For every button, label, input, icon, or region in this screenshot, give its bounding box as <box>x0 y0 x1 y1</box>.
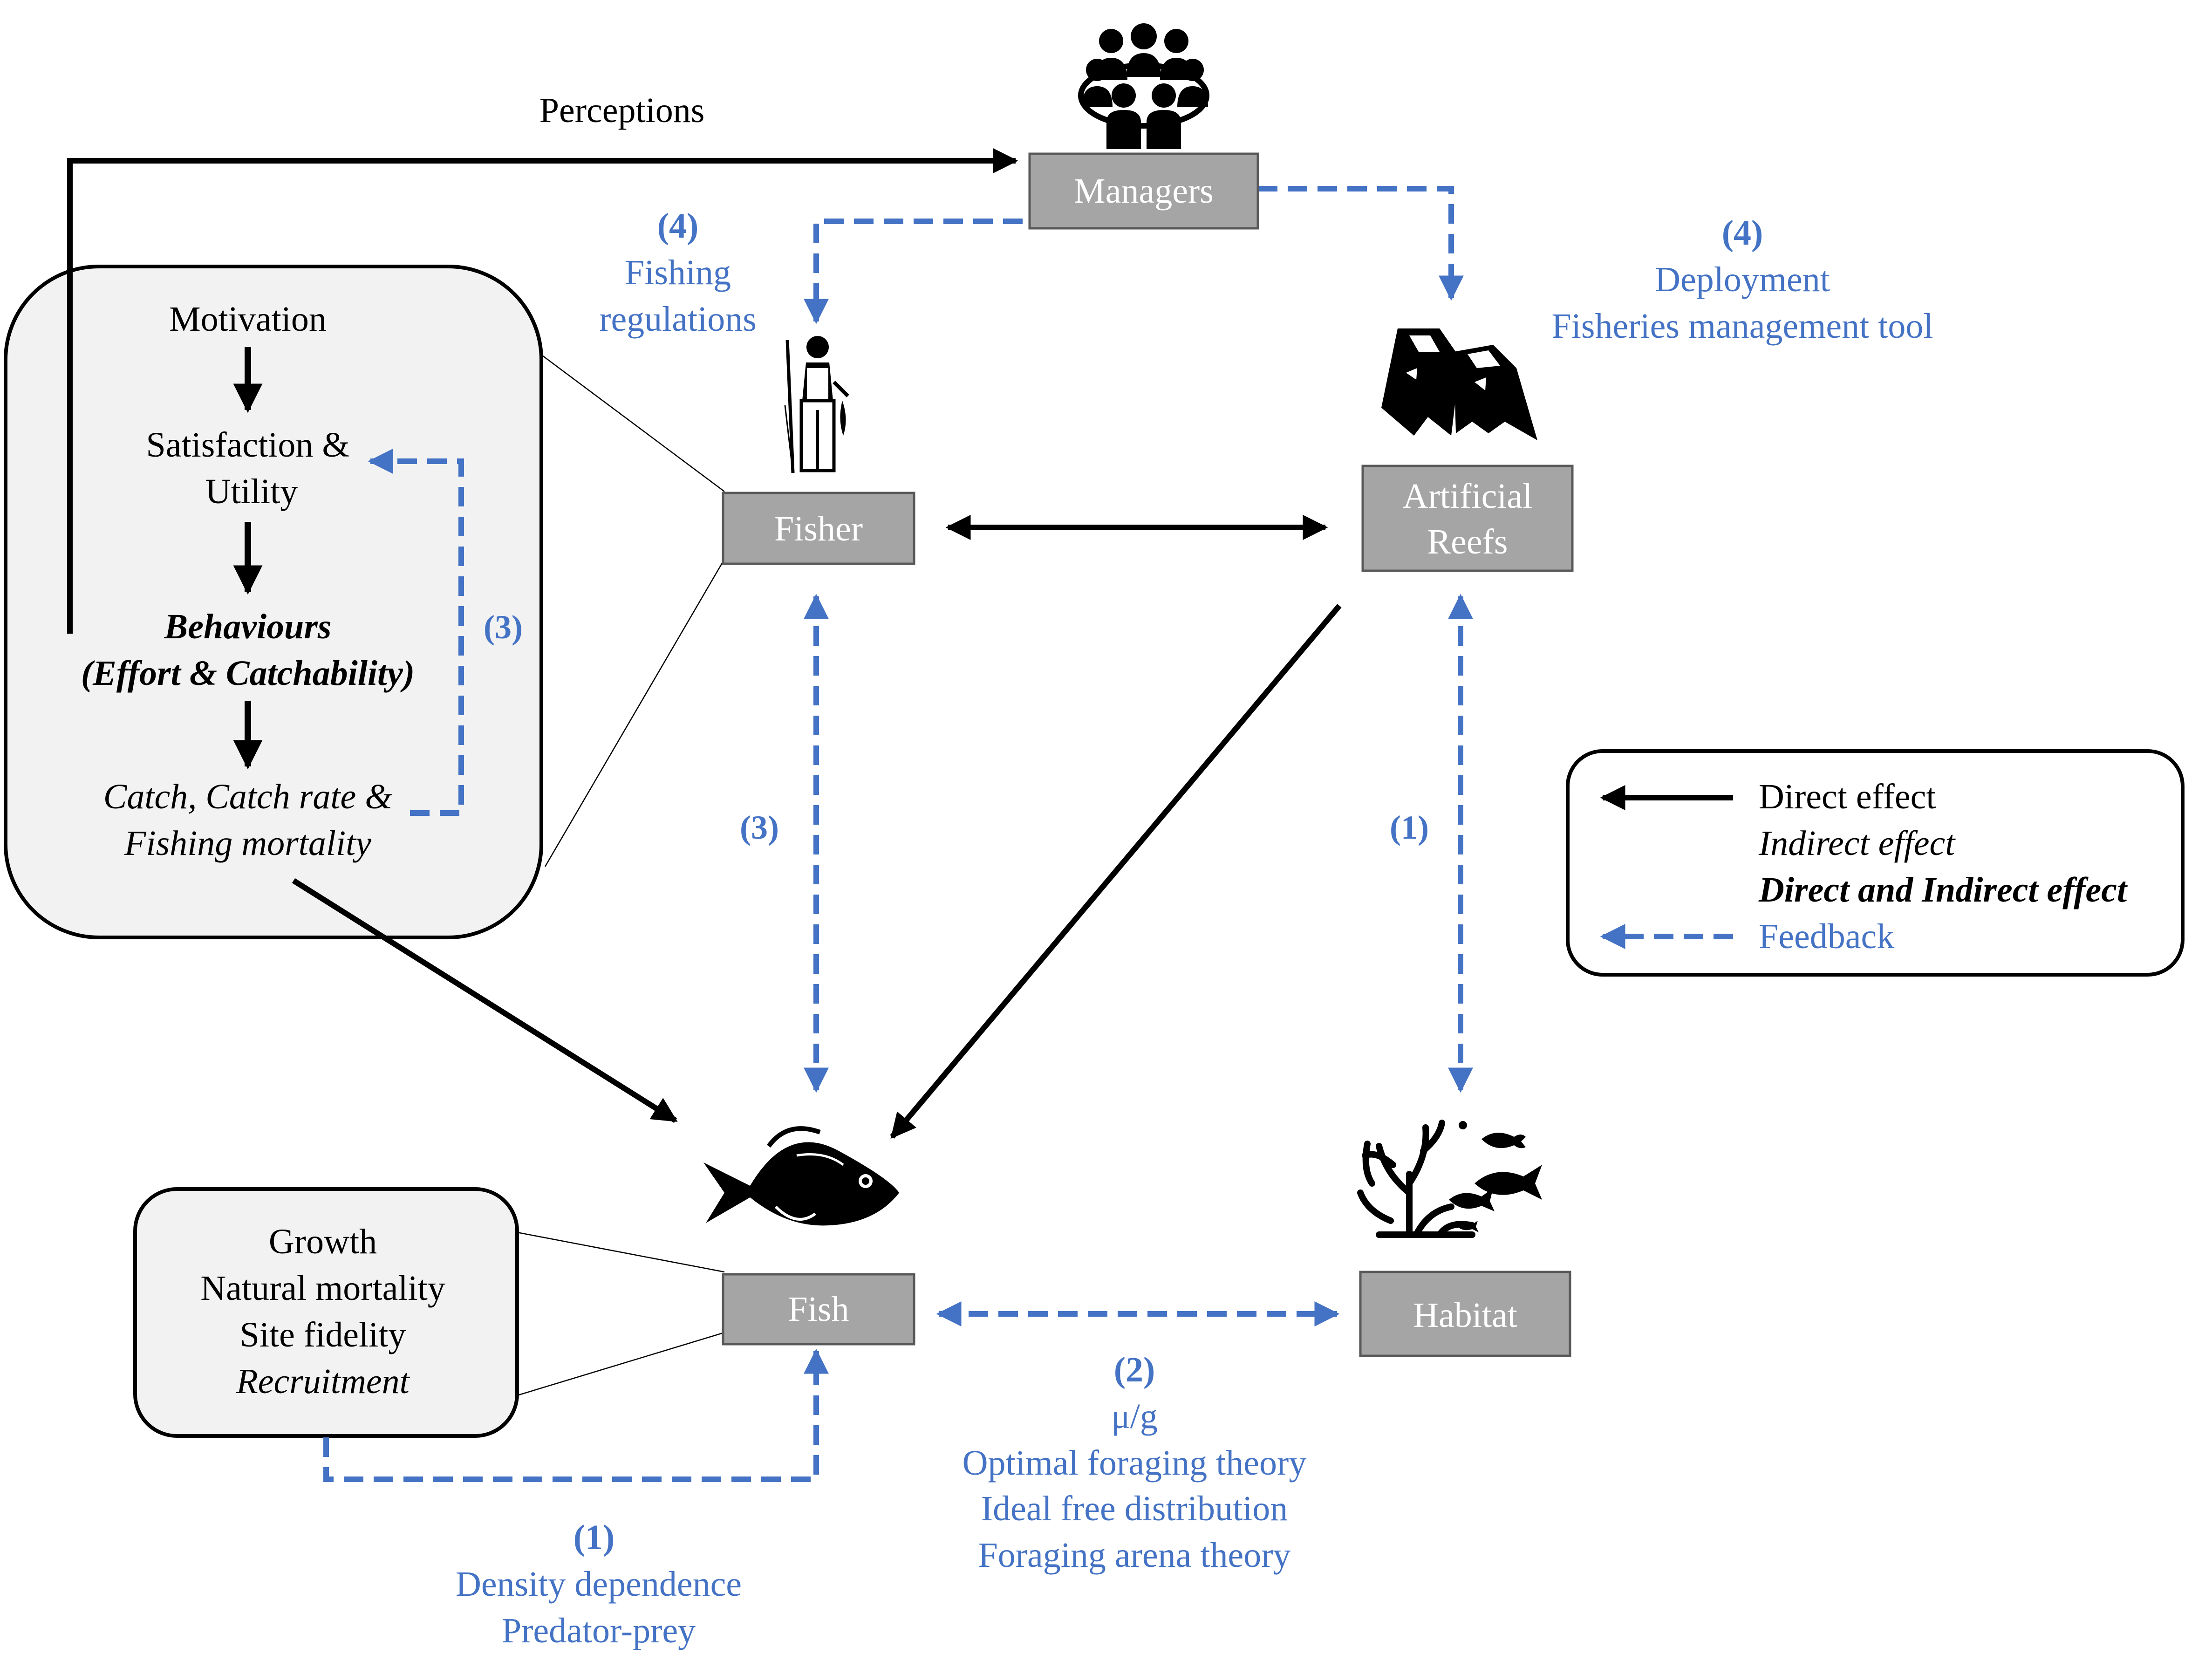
behaviours-text-1: Behaviours <box>164 607 332 646</box>
catch-feedback-label: (3) <box>484 608 523 646</box>
catch-text-1: Catch, Catch rate & <box>103 777 393 816</box>
fisher-callout-line-top <box>540 353 725 492</box>
node-habitat: Habitat <box>1359 1271 1571 1357</box>
behaviours-text-2: (Effort & Catchability) <box>81 654 415 693</box>
site-fidelity-text: Site fidelity <box>240 1315 406 1354</box>
legend-both-text: Direct and Indirect effect <box>1758 870 2128 909</box>
mu-g-text: μ/g <box>1111 1397 1158 1436</box>
fish-attributes-box <box>133 1187 519 1438</box>
fishing-regulations-text-1: Fishing <box>625 253 731 292</box>
fish-callout-line-top <box>517 1231 725 1273</box>
perceptions-arrow <box>67 148 1018 634</box>
fish-icon <box>703 1126 899 1226</box>
deployment-text: Deployment <box>1655 260 1830 299</box>
reefs-habitat-label: (1) <box>1390 809 1429 846</box>
artificial-reefs-label-2: Reefs <box>1427 522 1508 561</box>
density-dependence-text: Density dependence <box>456 1565 742 1604</box>
motivation-text: Motivation <box>169 300 327 339</box>
fish-habitat-number: (2) <box>1114 1350 1155 1389</box>
natural-mortality-text: Natural mortality <box>200 1269 445 1308</box>
fisher-icon <box>784 336 849 473</box>
fisher-attributes-box <box>4 265 543 939</box>
satisfaction-text-1: Satisfaction & <box>146 425 350 465</box>
managers-to-reefs-arrow <box>1258 186 1464 301</box>
managers-label: Managers <box>1074 171 1214 211</box>
fisher-callout-line-bottom <box>544 559 725 867</box>
deployment-number: (4) <box>1722 213 1763 253</box>
fisheries-management-tool-text: Fisheries management tool <box>1552 307 1933 346</box>
legend-feedback-text: Feedback <box>1759 917 1894 956</box>
node-managers: Managers <box>1028 152 1259 230</box>
people-group-icon <box>1078 23 1209 149</box>
perceptions-label: Perceptions <box>539 91 705 130</box>
reefs-to-fish-arrow <box>890 604 1342 1139</box>
legend-indirect-text: Indirect effect <box>1758 824 1956 863</box>
node-fish: Fish <box>722 1273 915 1346</box>
habitat-label: Habitat <box>1413 1296 1517 1335</box>
fishing-regulations-text-2: regulations <box>599 300 757 339</box>
legend-box <box>1566 749 2185 977</box>
satisfaction-text-2: Utility <box>205 472 298 511</box>
node-artificial-reefs: Artificial Reefs <box>1361 465 1574 572</box>
coral-habitat-icon <box>1357 1120 1475 1238</box>
fisher-label: Fisher <box>774 509 863 548</box>
node-fisher: Fisher <box>722 492 915 565</box>
catch-text-2: Fishing mortality <box>124 824 371 863</box>
density-feedback-arrow <box>323 1348 829 1482</box>
managers-to-fisher-arrow <box>804 219 1023 324</box>
fish-label: Fish <box>788 1290 849 1329</box>
fisher-fish-label: (3) <box>740 809 779 846</box>
reef-fish-group-icon <box>1449 1121 1542 1232</box>
catch-to-fish-arrow <box>292 878 678 1123</box>
density-number: (1) <box>573 1518 615 1557</box>
foraging-arena-text: Foraging arena theory <box>978 1536 1290 1575</box>
ideal-free-text: Ideal free distribution <box>981 1489 1288 1528</box>
fishing-regulations-number: (4) <box>657 206 699 246</box>
growth-text: Growth <box>269 1222 377 1261</box>
catch-feedback-arrow <box>368 449 464 816</box>
artificial-reef-icon <box>1381 328 1537 440</box>
artificial-reefs-label-1: Artificial <box>1403 477 1533 516</box>
fish-callout-line-bottom <box>517 1332 725 1396</box>
legend-direct-text: Direct effect <box>1759 777 1936 816</box>
optimal-foraging-text: Optimal foraging theory <box>963 1443 1307 1483</box>
recruitment-text: Recruitment <box>236 1362 410 1401</box>
predator-prey-text: Predator-prey <box>502 1611 696 1650</box>
